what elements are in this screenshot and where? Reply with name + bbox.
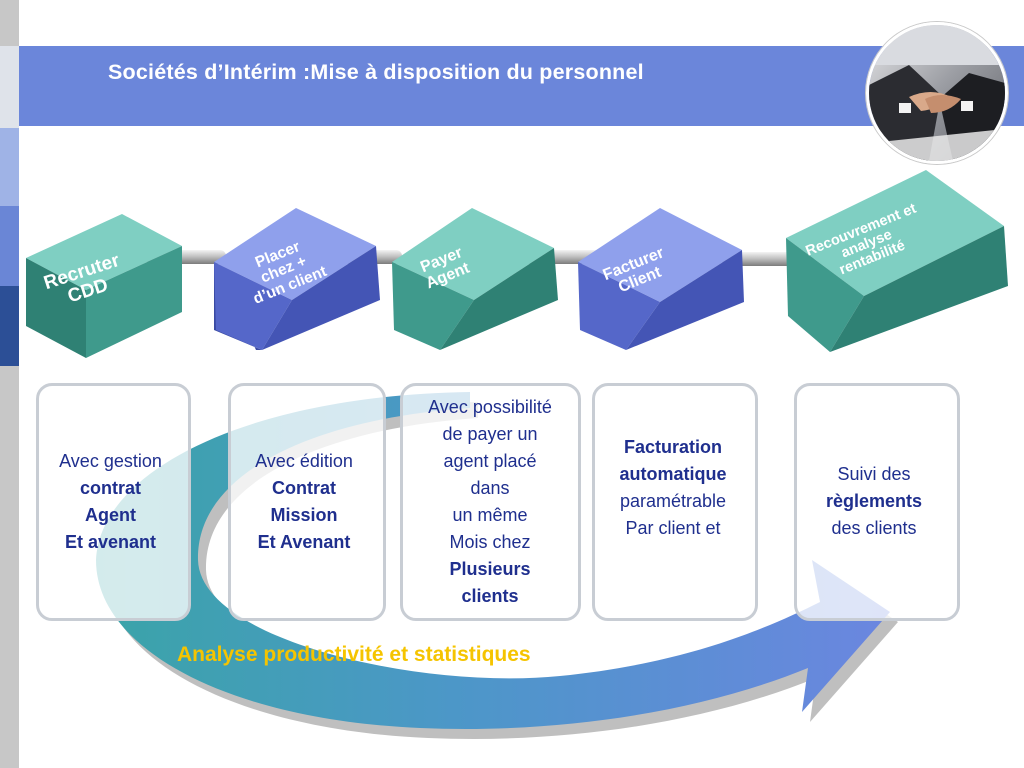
sidebar-segment-3 bbox=[0, 206, 19, 286]
box-line: Mois chez bbox=[449, 532, 531, 552]
box-line: des clients bbox=[831, 518, 917, 538]
cube-recouvrement bbox=[786, 170, 1008, 352]
box-line: automatique bbox=[619, 464, 727, 484]
description-text-1: Avec gestion contrat Agent Et avenant bbox=[36, 448, 185, 556]
box-line: un même bbox=[452, 505, 528, 525]
cube-payer bbox=[392, 208, 558, 350]
description-text-3: Avec possibilité de payer un agent placé… bbox=[400, 394, 580, 610]
box-line: Agent bbox=[85, 505, 136, 525]
box-line: Avec édition bbox=[255, 451, 353, 471]
box-line: agent placé bbox=[443, 451, 537, 471]
sidebar-segment-4 bbox=[0, 286, 19, 366]
description-box-1 bbox=[36, 383, 191, 621]
box-line: Suivi des bbox=[837, 464, 911, 484]
sidebar-segment-2 bbox=[0, 128, 19, 206]
sidebar-segment-1 bbox=[0, 46, 19, 128]
box-line: Et Avenant bbox=[257, 532, 351, 552]
description-box-4 bbox=[592, 383, 758, 621]
box-line: de payer un bbox=[442, 424, 538, 444]
box-line: Et avenant bbox=[64, 532, 157, 552]
box-line: Avec gestion bbox=[59, 451, 162, 471]
description-box-5 bbox=[794, 383, 960, 621]
cube-recruter bbox=[26, 214, 182, 358]
description-box-3 bbox=[400, 383, 581, 621]
header-band bbox=[19, 46, 1024, 126]
left-sidebar-decoration bbox=[0, 0, 19, 768]
description-text-2: Avec édition Contrat Mission Et Avenant bbox=[228, 448, 380, 556]
description-text-5: Suivi des règlements des clients bbox=[794, 461, 954, 542]
box-line: Plusieurs bbox=[449, 559, 531, 579]
box-line: Par client et bbox=[625, 518, 721, 538]
cube-facturer bbox=[578, 208, 744, 350]
cube-placer bbox=[214, 208, 380, 350]
box-line: Contrat bbox=[272, 478, 336, 498]
handshake-photo bbox=[866, 22, 1008, 164]
box-line: contrat bbox=[79, 478, 141, 498]
page-title: Sociétés d’Intérim :Mise à disposition d… bbox=[108, 60, 644, 84]
box-line: Avec possibilité bbox=[428, 397, 552, 417]
description-text-4: Facturation automatique paramétrable Par… bbox=[592, 434, 754, 542]
footer-label: Analyse productivité et statistiques bbox=[177, 643, 531, 666]
box-line: Mission bbox=[270, 505, 338, 525]
description-box-2 bbox=[228, 383, 386, 621]
box-line: paramétrable bbox=[619, 491, 727, 511]
box-line: règlements bbox=[825, 491, 923, 511]
box-line: clients bbox=[461, 586, 519, 606]
curved-arrow bbox=[96, 392, 890, 729]
box-line: Facturation bbox=[623, 437, 722, 457]
box-line: dans bbox=[470, 478, 510, 498]
